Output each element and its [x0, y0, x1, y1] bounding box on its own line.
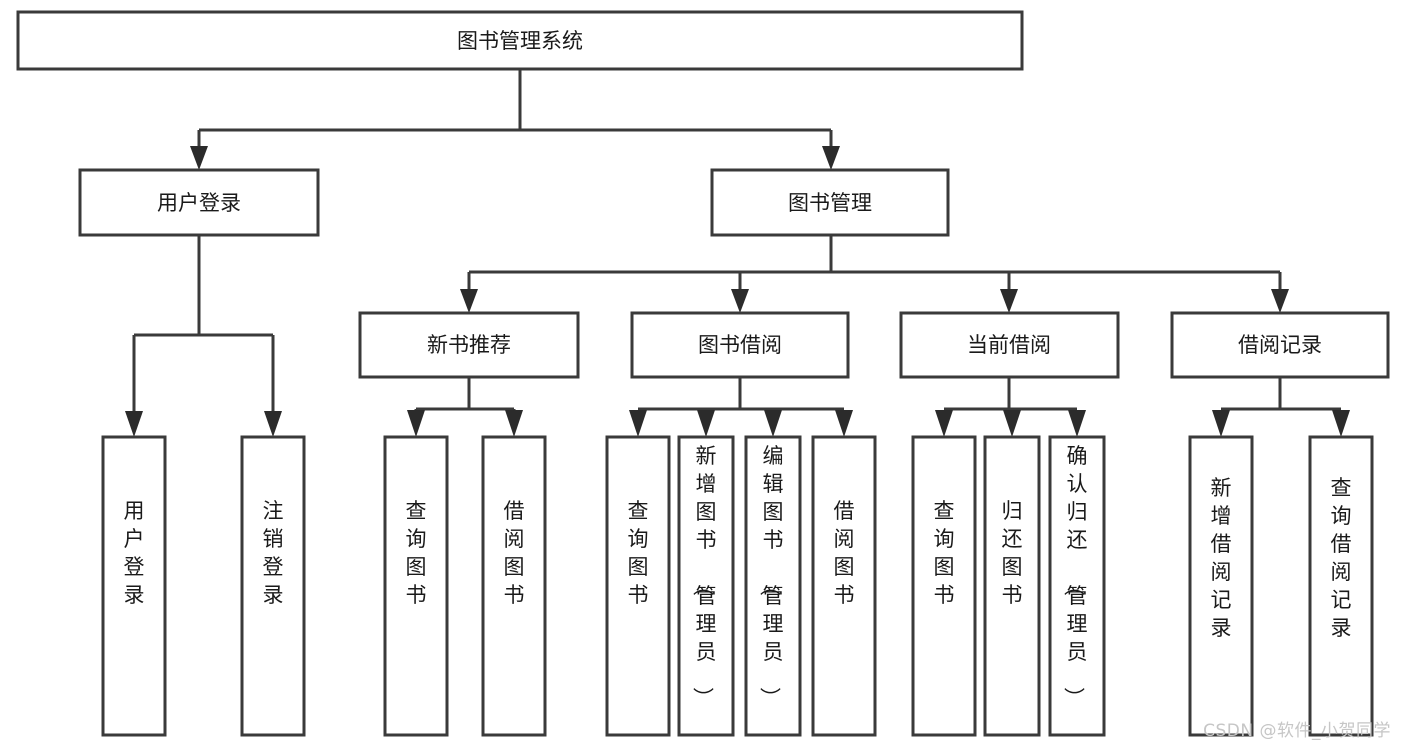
arrow-head-icon: [1212, 410, 1230, 437]
node-leaf-add-borrow-record-label: 新增借阅记录: [1211, 476, 1232, 640]
node-leaf-query-book-2-label: 查询图书: [628, 499, 649, 607]
connector-layer: [125, 69, 1350, 437]
node-leaf-query-book-2[interactable]: 查询图书: [605, 435, 671, 737]
node-root-box[interactable]: [16, 10, 1024, 71]
arrow-head-icon: [1003, 410, 1021, 437]
node-book-management-box[interactable]: [710, 168, 950, 237]
arrow-head-icon: [1068, 410, 1086, 437]
node-leaf-logout[interactable]: 注销登录: [240, 435, 306, 737]
node-leaf-query-borrow-record-box[interactable]: [1308, 435, 1374, 737]
node-leaf-confirm-return-admin[interactable]: 确认归还（管理员）: [1048, 435, 1106, 737]
node-current-borrow-label: 当前借阅: [967, 333, 1051, 357]
node-borrow-record-box[interactable]: [1170, 311, 1390, 379]
arrow-head-icon: [460, 289, 478, 313]
arrow-head-icon: [125, 411, 143, 437]
node-borrow-record[interactable]: 借阅记录: [1170, 311, 1390, 379]
node-leaf-add-book-admin-label: 新增图书（管理员）: [691, 444, 717, 708]
node-user-login-label: 用户登录: [157, 191, 241, 215]
node-root[interactable]: 图书管理系统: [16, 10, 1024, 71]
arrow-head-icon: [835, 410, 853, 437]
arrow-head-icon: [1000, 289, 1018, 313]
node-user-login[interactable]: 用户登录: [78, 168, 320, 237]
arrow-head-icon: [190, 146, 208, 170]
node-current-borrow[interactable]: 当前借阅: [899, 311, 1120, 379]
node-leaf-user-login-box[interactable]: [101, 435, 167, 737]
arrow-head-icon: [407, 410, 425, 437]
node-new-book-recommend[interactable]: 新书推荐: [358, 311, 580, 379]
node-leaf-query-book-1[interactable]: 查询图书: [383, 435, 449, 737]
arrow-head-icon: [822, 146, 840, 170]
node-leaf-borrow-book-1-label: 借阅图书: [504, 499, 525, 607]
node-current-borrow-box[interactable]: [899, 311, 1120, 379]
node-leaf-borrow-book-1[interactable]: 借阅图书: [481, 435, 547, 737]
node-book-borrow[interactable]: 图书借阅: [630, 311, 850, 379]
node-leaf-query-book-3[interactable]: 查询图书: [911, 435, 977, 737]
node-leaf-confirm-return-admin-box[interactable]: [1048, 435, 1106, 737]
node-book-management-label: 图书管理: [788, 191, 872, 215]
node-leaf-borrow-book-2-box[interactable]: [811, 435, 877, 737]
node-book-borrow-label: 图书借阅: [698, 333, 782, 357]
arrow-head-icon: [935, 410, 953, 437]
node-leaf-edit-book-admin-box[interactable]: [744, 435, 802, 737]
node-leaf-borrow-book-2-label: 借阅图书: [834, 499, 855, 607]
node-leaf-add-borrow-record[interactable]: 新增借阅记录: [1188, 435, 1254, 737]
node-borrow-record-label: 借阅记录: [1238, 333, 1322, 357]
node-book-borrow-box[interactable]: [630, 311, 850, 379]
node-leaf-confirm-return-admin-label: 确认归还（管理员）: [1062, 444, 1088, 708]
node-leaf-add-book-admin-box[interactable]: [677, 435, 735, 737]
node-new-book-recommend-label: 新书推荐: [427, 333, 511, 357]
arrow-head-icon: [505, 410, 523, 437]
node-leaf-edit-book-admin[interactable]: 编辑图书（管理员）: [744, 435, 802, 737]
node-leaf-query-borrow-record-label: 查询借阅记录: [1331, 476, 1352, 640]
arrow-head-icon: [629, 410, 647, 437]
node-leaf-logout-box[interactable]: [240, 435, 306, 737]
node-leaf-return-book-box[interactable]: [983, 435, 1041, 737]
node-leaf-borrow-book-1-box[interactable]: [481, 435, 547, 737]
node-leaf-user-login[interactable]: 用户登录: [101, 435, 167, 737]
arrow-head-icon: [264, 411, 282, 437]
node-book-management[interactable]: 图书管理: [710, 168, 950, 237]
node-leaf-query-book-2-box[interactable]: [605, 435, 671, 737]
node-leaf-query-book-3-label: 查询图书: [934, 499, 955, 607]
node-leaf-query-book-1-box[interactable]: [383, 435, 449, 737]
arrow-head-icon: [731, 289, 749, 313]
arrow-head-icon: [1271, 289, 1289, 313]
node-leaf-query-borrow-record[interactable]: 查询借阅记录: [1308, 435, 1374, 737]
node-leaf-user-login-label: 用户登录: [124, 499, 145, 607]
node-root-label: 图书管理系统: [457, 29, 583, 53]
node-leaf-query-book-3-box[interactable]: [911, 435, 977, 737]
node-new-book-recommend-box[interactable]: [358, 311, 580, 379]
node-leaf-return-book[interactable]: 归还图书: [983, 435, 1041, 737]
node-leaf-logout-label: 注销登录: [263, 499, 284, 607]
arrow-head-icon: [764, 410, 782, 437]
node-leaf-add-book-admin[interactable]: 新增图书（管理员）: [677, 435, 735, 737]
node-leaf-query-book-1-label: 查询图书: [406, 499, 427, 607]
node-leaf-edit-book-admin-label: 编辑图书（管理员）: [758, 444, 784, 708]
arrow-head-icon: [697, 410, 715, 437]
node-leaf-return-book-label: 归还图书: [1002, 499, 1023, 607]
arrow-head-icon: [1332, 410, 1350, 437]
node-user-login-box[interactable]: [78, 168, 320, 237]
node-leaf-add-borrow-record-box[interactable]: [1188, 435, 1254, 737]
node-leaf-borrow-book-2[interactable]: 借阅图书: [811, 435, 877, 737]
